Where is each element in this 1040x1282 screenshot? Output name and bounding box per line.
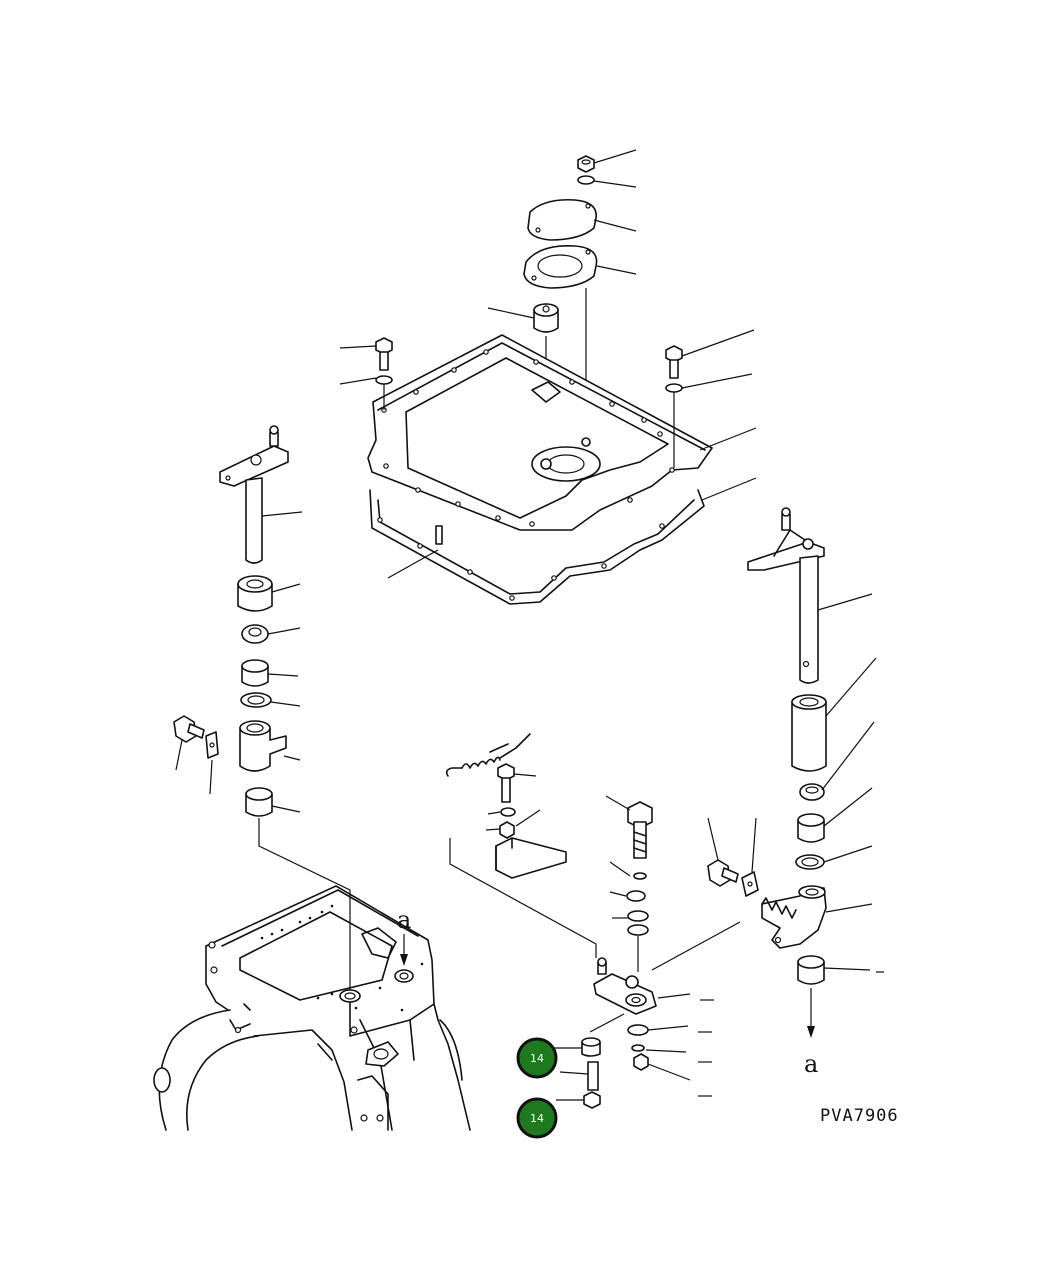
left-seal — [241, 624, 269, 644]
return-spring — [445, 733, 531, 777]
part-badge-label: 14 — [530, 1112, 544, 1125]
drawing-reference-code: PVA7906 — [820, 1106, 899, 1126]
right-sector-lever — [761, 885, 827, 949]
link-block — [495, 837, 567, 879]
part-badge-label: 14 — [530, 1052, 544, 1065]
view-marker-arrow-lower — [807, 988, 815, 1038]
crank-lock-washer — [631, 1044, 645, 1052]
link-bolt — [497, 763, 537, 803]
bell-crank-lever — [593, 957, 657, 1015]
view-marker-letter-upper: a — [397, 906, 411, 934]
left-shift-lever — [219, 425, 289, 564]
cover-gasket-lower — [369, 489, 705, 605]
cover-plate — [527, 198, 597, 241]
right-bolt-and-lock — [707, 817, 759, 897]
adjust-spring-seat — [627, 910, 649, 936]
transmission-housing — [153, 885, 471, 1131]
left-bolt-and-lock — [173, 715, 219, 795]
right-shift-shaft-stack — [707, 507, 884, 1038]
left-needle-bearing — [241, 659, 269, 687]
left-bushing-large — [237, 575, 273, 612]
part-badge[interactable]: 14 — [516, 1097, 558, 1139]
cover-lock-washer — [577, 175, 595, 185]
cover-nut — [577, 155, 595, 173]
left-lower-bearing — [245, 787, 273, 817]
adjust-washer — [626, 890, 646, 902]
cover-bolt-right — [387, 329, 757, 579]
right-bushing-tall — [791, 694, 827, 772]
part-badge[interactable]: 14 — [516, 1037, 558, 1079]
crank-nut — [633, 1053, 649, 1071]
left-shift-shaft-stack — [173, 425, 351, 990]
center-linkage — [445, 733, 741, 1109]
pivot-pin — [587, 1061, 599, 1091]
adjust-o-ring — [633, 872, 647, 880]
right-seal — [799, 783, 825, 801]
right-lower-bearing — [797, 955, 825, 985]
right-needle-bearing — [797, 813, 825, 843]
pivot-nut — [583, 1091, 601, 1109]
crank-washer — [627, 1024, 649, 1036]
link-nut — [499, 821, 515, 839]
adjust-bolt — [605, 795, 653, 859]
view-marker-arrow-upper — [400, 934, 408, 966]
main-cover-plate — [367, 334, 713, 531]
filler-plug — [533, 303, 559, 333]
cover-bolt-left — [339, 337, 393, 410]
view-marker-letter-lower: a — [804, 1050, 818, 1078]
left-lever-housing — [239, 720, 287, 772]
link-washer — [500, 807, 516, 817]
top-cover-stack — [487, 149, 637, 440]
pivot-bushing — [581, 1037, 601, 1057]
cover-gasket — [523, 245, 598, 289]
right-shift-lever — [747, 507, 825, 684]
